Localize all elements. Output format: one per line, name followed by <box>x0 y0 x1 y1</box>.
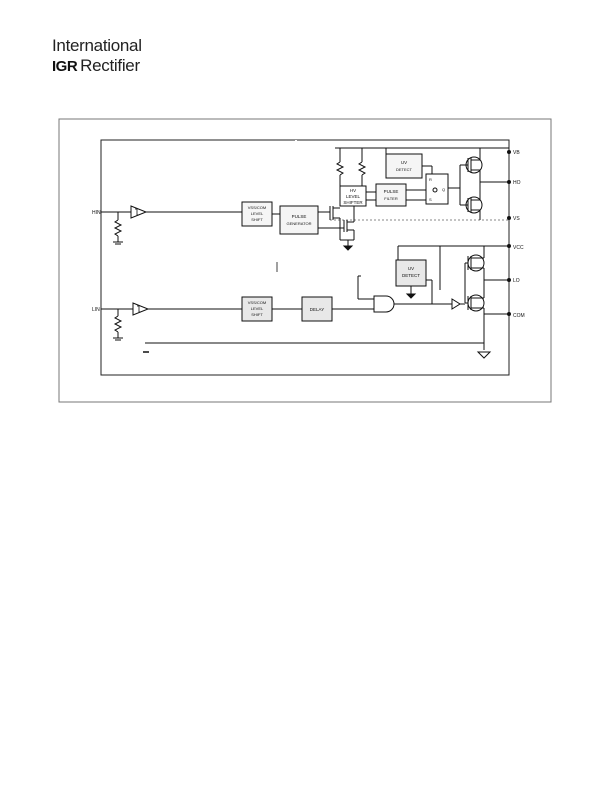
level-shifter-mosfet-1 <box>329 206 341 240</box>
level-shift-block-bottom <box>241 296 273 322</box>
hv-level-shifter-block <box>339 185 367 207</box>
uv-detect-top-l1: UV <box>401 160 407 165</box>
level-shifter-mosfet-2 <box>343 206 355 240</box>
ic-boundary <box>100 139 510 376</box>
company-logo: International IGR Rectifier <box>52 37 142 76</box>
uv-detect-bottom-block <box>395 259 427 287</box>
pin-label-vs: VS <box>513 216 520 222</box>
pulse-generator-l1: PULSE <box>292 214 307 219</box>
pin-label-ho: HO <box>513 180 521 186</box>
pin-label-lo: LO <box>513 278 520 284</box>
pulse-filter-l1: PULSE <box>384 189 399 194</box>
pulse-generator-l2: GENERATOR <box>287 221 312 226</box>
pin-vs <box>507 216 511 220</box>
rs-latch-r: R <box>429 177 432 182</box>
hv-level-shifter-l1: HV <box>350 188 356 193</box>
pin-ho <box>507 180 511 184</box>
delay-block <box>301 296 333 322</box>
pulse-filter-block <box>375 183 407 207</box>
high-side-mosfet-lower <box>460 182 483 220</box>
level-shift-top-l1: VSS/COM <box>248 205 266 210</box>
pin-com <box>507 312 511 316</box>
pin-label-vb: VB <box>513 150 520 156</box>
uv-detect-bottom-l1: UV <box>408 266 414 271</box>
high-side-mosfet-upper <box>460 148 483 182</box>
figure-frame <box>58 118 552 403</box>
hin-pulldown-resistor <box>113 219 123 237</box>
level-shift-top-l2: LEVEL <box>251 211 264 216</box>
hv-level-shifter-l3: SHIFTER <box>343 200 363 205</box>
pulse-filter-l2: FILTER <box>384 196 398 201</box>
low-side-mosfet-lower <box>465 280 485 314</box>
pin-label-vcc: VCC <box>513 245 524 251</box>
level-shift-block-top <box>241 201 273 227</box>
pin-vcc <box>507 244 511 248</box>
level-shift-bottom-l2: LEVEL <box>251 306 264 311</box>
com-ground <box>476 351 492 359</box>
uv-detect-top-block <box>385 153 423 179</box>
low-side-mosfet-upper <box>465 254 485 280</box>
hin-schmitt-buffer <box>130 205 148 219</box>
uv-detect-ground <box>405 293 417 299</box>
pin-lo <box>507 278 511 282</box>
pullup-resistor-1 <box>335 161 345 176</box>
logo-text-international: International <box>52 36 142 55</box>
level-shift-top-l3: SHIFT <box>251 217 263 222</box>
delay-label: DELAY <box>310 307 324 312</box>
lin-schmitt-buffer <box>132 302 150 316</box>
hv-level-shifter-l2: LEVEL <box>346 194 361 199</box>
level-shift-bottom-l1: VSS/COM <box>248 300 266 305</box>
rs-latch-s: S <box>429 197 432 202</box>
rs-latch-q: Q <box>442 187 445 192</box>
uv-detect-bottom-l2: DETECT <box>402 273 420 278</box>
uv-detect-top-l2: DETECT <box>396 167 413 172</box>
lin-pulldown-resistor <box>113 315 123 333</box>
logo-mark: IGR <box>52 58 78 75</box>
pin-label-hin: HIN <box>92 210 101 216</box>
level-shifter-ground <box>342 245 354 251</box>
pullup-resistor-2 <box>357 161 367 176</box>
logo-text-rectifier: Rectifier <box>80 56 140 75</box>
lin-input-group: LIN <box>92 302 242 341</box>
pin-vb <box>507 150 511 154</box>
and-gate <box>373 295 395 313</box>
pulse-generator-block <box>279 205 319 235</box>
low-side-buffer <box>451 298 461 310</box>
level-shift-bottom-l3: SHIFT <box>251 312 263 317</box>
pin-label-com: COM <box>513 313 525 319</box>
hin-input-group: HIN <box>92 205 242 245</box>
pin-label-lin: LIN <box>92 307 100 313</box>
